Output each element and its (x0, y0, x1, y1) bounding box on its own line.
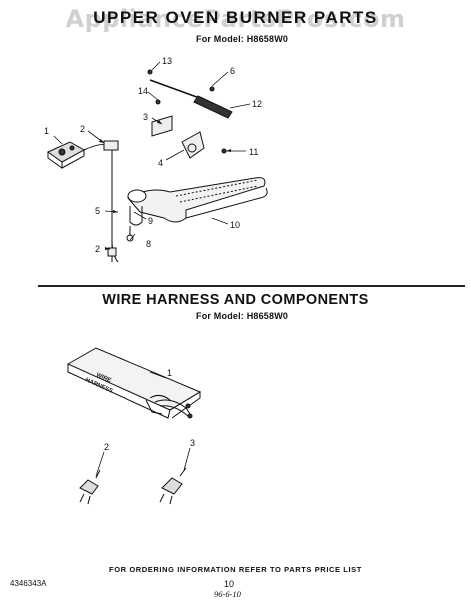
lower-callout-1: 1 (167, 368, 172, 378)
igniter-assembly (147, 69, 233, 159)
document-id: 4346343A (10, 579, 47, 588)
wire-harness-bag (66, 347, 202, 419)
callout-4: 4 (158, 158, 163, 168)
gas-tube (83, 144, 119, 263)
burner-tube (127, 177, 268, 226)
harness-label-line1: WIRE (95, 372, 112, 384)
upper-section-model: For Model: H8658W0 (196, 34, 289, 44)
page-number: 10 (224, 579, 235, 589)
callout-9: 9 (148, 216, 153, 226)
ordering-note: FOR ORDERING INFORMATION REFER TO PARTS … (109, 565, 362, 574)
callout-13: 13 (162, 56, 172, 66)
lower-callout-2: 2 (104, 442, 109, 452)
callout-14: 14 (138, 86, 148, 96)
callout-8: 8 (146, 239, 151, 249)
callout-3: 3 (143, 112, 148, 122)
fitting-2-top (103, 140, 119, 151)
terminal-part-2 (79, 469, 101, 505)
lower-section-title: WIRE HARNESS AND COMPONENTS (102, 292, 369, 308)
valve-part (47, 141, 86, 169)
callout-11: 11 (249, 147, 258, 157)
lower-section-model: For Model: H8658W0 (196, 311, 289, 321)
callout-5: 5 (95, 206, 100, 216)
section-divider (38, 285, 465, 287)
callout-10: 10 (230, 220, 240, 230)
handwritten-date: 96-6-10 (214, 589, 241, 599)
callout-12: 12 (252, 99, 262, 109)
callout-1: 1 (44, 126, 49, 136)
callout-2b: 2 (95, 244, 100, 254)
upper-section-title: UPPER OVEN BURNER PARTS (93, 8, 378, 27)
callout-6: 6 (230, 66, 235, 76)
lower-callout-3: 3 (190, 438, 195, 448)
terminal-part-3 (159, 467, 187, 505)
callout-2: 2 (80, 124, 85, 134)
